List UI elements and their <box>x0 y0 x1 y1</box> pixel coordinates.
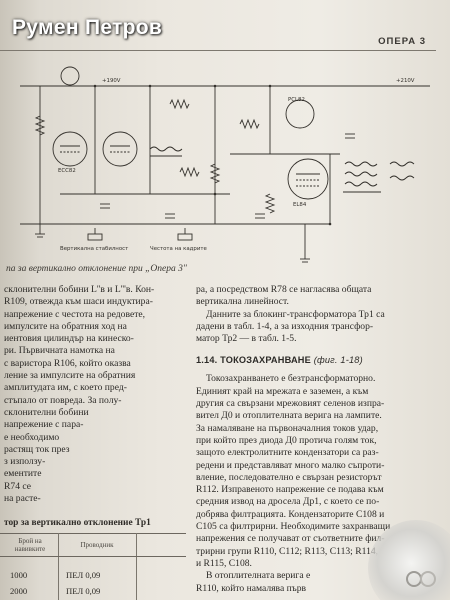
table-cell-turns: 1000 <box>10 570 28 580</box>
table-header-rule <box>0 556 186 557</box>
right-body-line: редени и представляват много малко съпро… <box>196 459 385 471</box>
table-cell-wire: ПЕЛ 0,09 <box>66 570 101 580</box>
table-column-divider <box>136 533 137 600</box>
left-line: склонителни бобини L''в и L'''в. Кон- <box>4 284 155 295</box>
right-intro-line: ра, а посредством R78 се нагласява общат… <box>196 284 372 295</box>
schematic-label-tube2: EL84 <box>293 202 307 208</box>
right-text-column: ра, а посредством R78 се нагласява общат… <box>196 284 422 595</box>
right-body-line: Единият край на мрежата е заземен, а към <box>196 385 369 397</box>
left-line: амплитудата им, с което пред- <box>4 382 127 394</box>
left-line: е необходимо <box>4 431 60 443</box>
schematic-label-voltage-210: +210V <box>396 78 415 84</box>
left-line: иентовия цилиндър на кинеско- <box>4 333 134 345</box>
table-cell-turns: 2000 <box>10 586 28 596</box>
right-intro-line: матор Тр2 — в табл. 1-5. <box>196 333 297 345</box>
circuit-schematic: ECC82 EL84 PCL82 Вертикална стабилност Ч… <box>20 66 430 263</box>
left-line: R109, отвежда към шаси индуктира- <box>4 296 153 308</box>
right-body-line: добрява филтрацията. Кондензаторите C108… <box>196 508 385 520</box>
right-body-line: вител Д0 и отоплителната верига на лампи… <box>196 410 382 422</box>
schematic-label-frame-frequency: Честота на кадрите <box>150 246 207 252</box>
right-body-line: трирни групи R110, C112; R113, C113; R11… <box>196 545 401 557</box>
table-cell-wire: ПЕЛ 0,09 <box>66 586 101 596</box>
schematic-label-tube3: PCL82 <box>288 97 305 103</box>
site-logo-icon <box>406 571 436 587</box>
right-body-line: защото електролитните кондензатори са ра… <box>196 447 379 459</box>
section-heading: 1.14. ТОКОЗАХРАНВАНЕ (фиг. 1-18) <box>196 355 422 365</box>
right-body-line: За намаляване на първоначалния токов уда… <box>196 422 379 434</box>
left-line: ри. Първичната намотка на <box>4 345 115 357</box>
schematic-label-voltage-190: +190V <box>102 78 121 84</box>
right-body-line: вление, последователно е свързан резисто… <box>196 471 382 483</box>
left-line: на расте- <box>4 493 41 505</box>
table-header-wire: Проводник <box>80 541 114 549</box>
right-body-line: и R115, C108. <box>196 557 252 569</box>
left-line: растящ ток през <box>4 443 70 455</box>
right-body-line: R112. Изправеното напрежение се подава к… <box>196 484 384 496</box>
left-line: ементите <box>4 468 42 480</box>
corner-highlight <box>368 520 450 600</box>
right-body-line: В отоплителната верига е <box>206 570 311 582</box>
left-line: R74 се <box>4 480 32 492</box>
left-line: ление за импулсите на обратния <box>4 370 136 382</box>
table-title: тор за вертикално отклонение Тр1 <box>4 518 151 528</box>
watermark-author: Румен Петров <box>12 16 163 39</box>
table-top-rule <box>0 533 186 534</box>
right-body-line: при който през диода Д0 протича голям то… <box>196 434 377 446</box>
table-column-divider <box>58 533 59 600</box>
right-body-line: напрежения се получават от съответните ф… <box>196 533 385 545</box>
header-rule <box>0 50 436 51</box>
schematic-label-vertical-stability: Вертикална стабилност <box>60 246 128 252</box>
right-body-line: R110, който намалява първ <box>196 582 307 594</box>
right-body-line: C105 са филтрирни. Необходимите захранва… <box>196 521 391 533</box>
schematic-label-tube1: ECC82 <box>58 168 76 174</box>
left-line: импулсите на обратния ход на <box>4 320 127 332</box>
left-line: склонителни бобини <box>4 406 89 418</box>
table-header-turns: Брой на навивките <box>14 537 46 553</box>
right-body-line: Токозахранването е безтрансформаторно. <box>206 373 376 385</box>
running-head: ОПЕРА 3 <box>378 36 426 47</box>
left-line: с варистора R106, който оказва <box>4 357 131 369</box>
right-body-line: средния извод на дросела Др1, с което се… <box>196 496 380 508</box>
left-line: з използу- <box>4 456 46 468</box>
figure-caption: па за вертикално отклонение при „Опера 3… <box>6 264 187 274</box>
left-line: стъпало от повреда. За полу- <box>4 394 122 406</box>
right-intro-line: Данните за блокинг-трансформатора Тр1 са <box>206 308 385 320</box>
left-line: напрежение с честота на редовете, <box>4 308 146 320</box>
left-line: напрежение с пара- <box>4 419 84 431</box>
right-intro-line: вертикална линейност. <box>196 296 289 308</box>
left-text-column: склонителни бобини L''в и L'''в. Кон- R1… <box>4 284 190 505</box>
section-figure-ref: (фиг. 1-18) <box>313 355 363 366</box>
right-intro-line: дадени в табл. 1-4, а за изходния трансф… <box>196 320 374 332</box>
section-title: 1.14. ТОКОЗАХРАНВАНЕ <box>196 355 311 366</box>
right-body-line: другия са свързани мрежовият селенов изп… <box>196 398 385 410</box>
